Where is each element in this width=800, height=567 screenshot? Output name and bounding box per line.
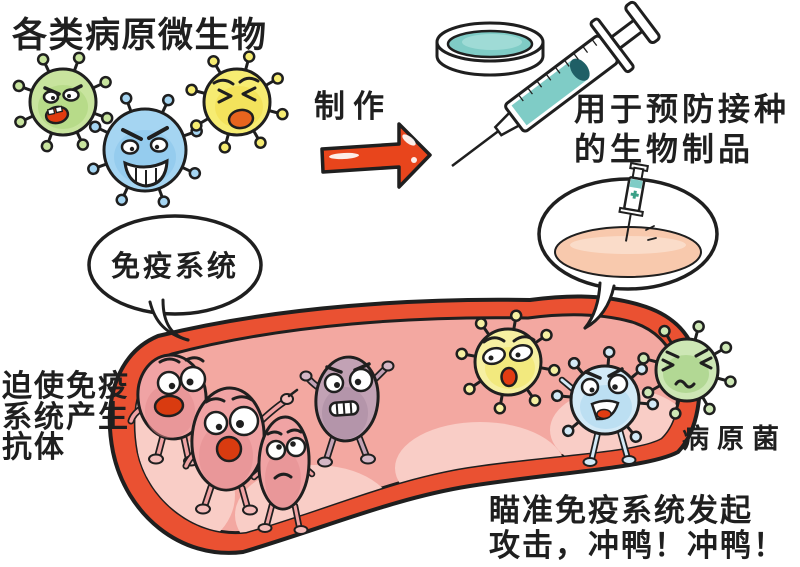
immune-bubble-label: 免疫系统 [111, 249, 239, 283]
pathogen-yellow-top [183, 48, 291, 156]
process-arrow-label: 制作 [314, 89, 392, 125]
pathogen-label: 病原菌 [682, 424, 787, 455]
immune-cell-1 [127, 353, 208, 467]
page-title: 各类病原微生物 [11, 15, 268, 56]
immune-cell-gray [299, 355, 395, 468]
mini-syringe-icon [618, 161, 650, 242]
immune-bubble: 免疫系统 [87, 214, 263, 342]
injection-bubble [537, 161, 719, 330]
pathogen-blue-vessel [550, 345, 660, 467]
left-caption-line1: 迫使免疫 [2, 369, 130, 404]
left-caption-line3: 抗体 [2, 430, 66, 465]
immune-cell-3 [250, 415, 316, 535]
immune-cell-2 [182, 386, 299, 516]
pathogen-green-vessel [635, 318, 739, 422]
bottom-caption-line1: 瞄准免疫系统发起 [489, 493, 753, 529]
process-arrow-icon [320, 122, 432, 189]
bottom-caption-line2: 攻击，冲鸭！冲鸭！ [489, 528, 786, 564]
syringe-icon [451, 0, 661, 167]
pathogen-yellow-vessel [454, 308, 562, 416]
pathogen-blue-top [85, 90, 205, 210]
product-caption-line1: 用于预防接种 [574, 90, 790, 128]
petri-dish-icon [435, 21, 545, 77]
product-caption-line2: 的生物制品 [574, 130, 754, 168]
pathogen-green-top [10, 49, 116, 155]
injection-impact-marks [645, 225, 657, 241]
left-caption-line2: 系统产生 [2, 400, 130, 435]
